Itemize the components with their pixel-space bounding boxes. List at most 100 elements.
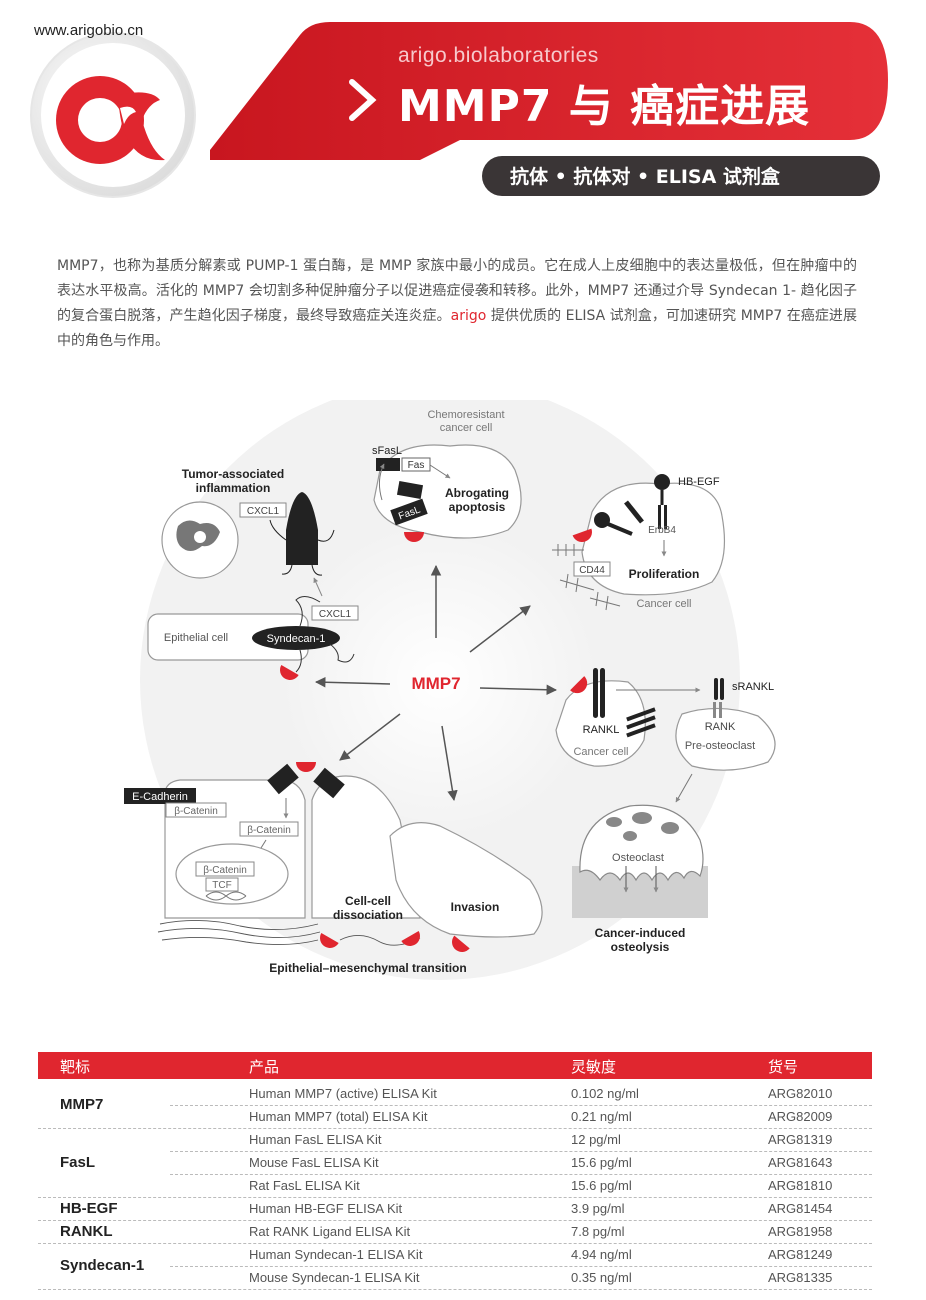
catalog-cell: ARG81810 (768, 1178, 833, 1193)
rankl-label: RANKL (583, 724, 620, 736)
catalog-cell: ARG82009 (768, 1109, 833, 1124)
table-row: Human HB-EGF ELISA Kit 3.9 pg/ml ARG81454 (38, 1197, 872, 1220)
table-header: 靶标 产品 灵敏度 货号 (38, 1052, 872, 1079)
main-arrows (314, 564, 558, 802)
product-table: 靶标 产品 灵敏度 货号 Human MMP7 (active) ELISA K… (38, 1052, 872, 1294)
rank-label: RANK (705, 721, 736, 733)
sensitivity-cell: 7.8 pg/ml (571, 1224, 625, 1239)
srankl-label: sRANKL (732, 681, 774, 693)
group-divider (38, 1289, 872, 1290)
brand-name: arigo (450, 308, 487, 324)
table-row: Mouse FasL ELISA Kit 15.6 pg/ml ARG81643 (38, 1151, 872, 1174)
table-row: Human MMP7 (total) ELISA Kit 0.21 ng/ml AR… (38, 1105, 872, 1128)
tumor-inflam-label-2: inflammation (196, 481, 271, 495)
table-body: Human MMP7 (active) ELISA Kit 0.102 ng/ml… (38, 1079, 872, 1294)
website-url[interactable]: www.arigobio.cn (34, 22, 144, 39)
mmp7-pathway-diagram: MMP7 Chemoresistant cancer cell sFasL Fa… (124, 400, 776, 980)
group-divider (38, 1128, 872, 1129)
product-cell: Rat RANK Ligand ELISA Kit (249, 1224, 411, 1239)
row-divider (170, 1266, 872, 1267)
bcatenin-label-3: β-Catenin (203, 865, 247, 876)
cellcell-label-1: Cell-cell (345, 894, 391, 908)
sensitivity-cell: 0.35 ng/ml (571, 1270, 632, 1285)
rankl-pathway: RANKL Cancer cell sRANKL RANK Pre-osteoc… (555, 668, 776, 803)
target-label: HB-EGF (60, 1199, 118, 1217)
cellcell-label-2: dissociation (333, 908, 403, 922)
chemoresistant-label-2: cancer cell (440, 422, 493, 434)
product-cell: Human MMP7 (total) ELISA Kit (249, 1109, 428, 1124)
bcatenin-label-2: β-Catenin (247, 825, 291, 836)
product-cell: Mouse Syndecan-1 ELISA Kit (249, 1270, 420, 1285)
product-cell: Human Syndecan-1 ELISA Kit (249, 1247, 423, 1262)
table-row: Human FasL ELISA Kit 12 pg/ml ARG81319 (38, 1128, 872, 1151)
catalog-cell: ARG81335 (768, 1270, 833, 1285)
sfasl-label: sFasL (372, 445, 402, 457)
arigo-logo (56, 76, 165, 164)
sensitivity-cell: 0.102 ng/ml (571, 1086, 639, 1101)
osteolysis-label-1: Cancer-induced (595, 926, 686, 940)
cancer-cell-top-label: Cancer cell (636, 598, 691, 610)
sensitivity-cell: 0.21 ng/ml (571, 1109, 632, 1124)
catalog-cell: ARG81958 (768, 1224, 833, 1239)
tumor-inflammation: Tumor-associated inflammation CXCL1 CXCL… (161, 467, 359, 621)
header-banner: www.arigobio.cn arigo.biolaboratories MM… (0, 0, 926, 230)
catalog-cell: ARG81454 (768, 1201, 833, 1216)
hbegf-label: HB-EGF (678, 476, 720, 488)
product-cell: Mouse FasL ELISA Kit (249, 1155, 379, 1170)
intro-text-2: 提供优质的 ELISA 试剂盒，可加速研究 MMP7 在癌症进展中的角色与作用。 (57, 308, 857, 349)
osteoclast-label: Osteoclast (612, 852, 664, 864)
group-divider (38, 1220, 872, 1221)
cancer-cell-mid-label: Cancer cell (573, 746, 628, 758)
tcf-label: TCF (212, 880, 231, 891)
ecadherin-label: E-Cadherin (132, 791, 188, 803)
proliferation-label: Proliferation (629, 567, 700, 581)
group-divider (38, 1243, 872, 1244)
sensitivity-cell: 12 pg/ml (571, 1132, 621, 1147)
header-product: 产品 (249, 1058, 280, 1076)
intro-paragraph: MMP7，也称为基质分解素或 PUMP-1 蛋白酶，是 MMP 家族中最小的成员… (57, 254, 857, 354)
product-cell: Rat FasL ELISA Kit (249, 1178, 360, 1193)
abrogating-label-2: apoptosis (449, 500, 506, 514)
erbb4-label: ErbB4 (648, 525, 676, 536)
fas-label: Fas (408, 460, 425, 471)
emt-label: Epithelial–mesenchymal transition (269, 961, 466, 975)
emt-section: E-Cadherin β-Catenin β-Catenin β-Catenin… (124, 762, 543, 975)
sensitivity-cell: 15.6 pg/ml (571, 1155, 632, 1170)
abrogating-label-1: Abrogating (445, 486, 509, 500)
target-label: Syndecan-1 (60, 1257, 145, 1274)
intro-text-1: MMP7，也称为基质分解素或 PUMP-1 蛋白酶，是 MMP 家族中最小的成员… (57, 258, 857, 324)
header-catalog: 货号 (768, 1058, 799, 1076)
sensitivity-cell: 15.6 pg/ml (571, 1178, 632, 1193)
center-label: MMP7 (411, 674, 460, 693)
catalog-cell: ARG82010 (768, 1086, 833, 1101)
table-row: Human MMP7 (active) ELISA Kit 0.102 ng/ml… (38, 1082, 872, 1105)
row-divider (170, 1151, 872, 1152)
group-divider (38, 1197, 872, 1198)
cxcl1-label-a: CXCL1 (247, 506, 280, 517)
proliferation-cell: HB-EGF ErbB4 CD44 Proliferation Cancer c… (552, 474, 726, 611)
page-subtitle: 抗体 • 抗体对 • ELISA 试剂盒 (510, 166, 780, 188)
catalog-cell: ARG81319 (768, 1132, 833, 1147)
row-divider (170, 1174, 872, 1175)
row-divider (170, 1105, 872, 1106)
bcatenin-label-1: β-Catenin (174, 806, 218, 817)
product-cell: Human FasL ELISA Kit (249, 1132, 382, 1147)
header-target: 靶标 (60, 1058, 91, 1076)
sensitivity-cell: 3.9 pg/ml (571, 1201, 625, 1216)
product-cell: Human MMP7 (active) ELISA Kit (249, 1086, 437, 1101)
syndecan-label: Syndecan-1 (267, 633, 326, 645)
catalog-cell: ARG81643 (768, 1155, 833, 1170)
osteolysis-label-2: osteolysis (611, 940, 670, 954)
header-sensitivity: 灵敏度 (571, 1058, 617, 1076)
epithelial-cell-label: Epithelial cell (164, 632, 228, 644)
target-label: FasL (60, 1153, 96, 1171)
table-row: Mouse Syndecan-1 ELISA Kit 0.35 ng/ml ARG8… (38, 1266, 872, 1289)
cd44-label: CD44 (579, 565, 605, 576)
page-title: MMP7 与 癌症进展 (398, 81, 811, 132)
cxcl1-label-b: CXCL1 (319, 609, 352, 620)
sensitivity-cell: 4.94 ng/ml (571, 1247, 632, 1262)
chemoresistant-label-1: Chemoresistant (427, 409, 504, 421)
chemoresistant-cell: Chemoresistant cancer cell sFasL Fas Fas… (372, 409, 522, 542)
product-cell: Human HB-EGF ELISA Kit (249, 1201, 403, 1216)
table-row: Rat RANK Ligand ELISA Kit 7.8 pg/ml ARG819… (38, 1220, 872, 1243)
